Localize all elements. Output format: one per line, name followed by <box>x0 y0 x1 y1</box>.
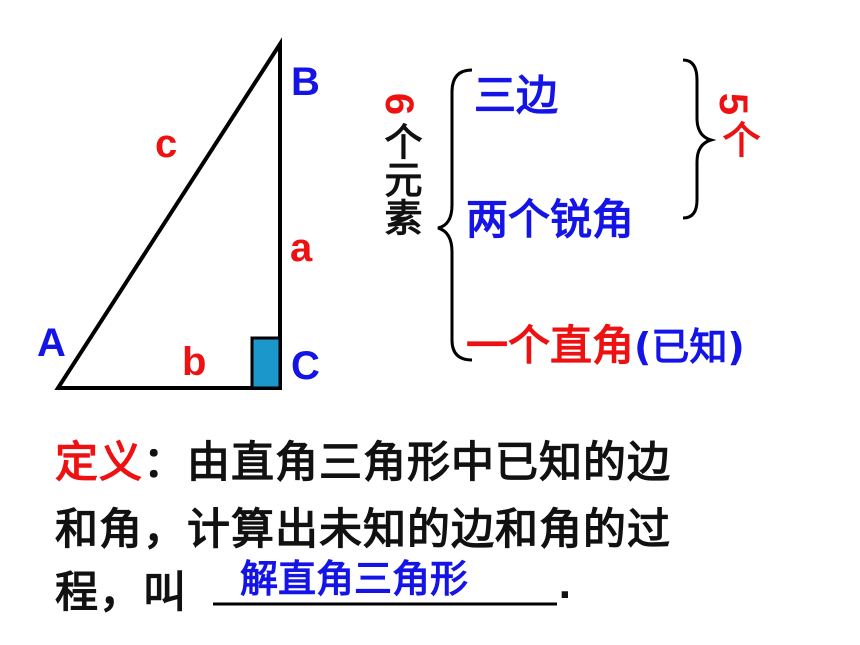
acute-angles-item: 两个锐角 <box>466 195 635 244</box>
triangle-shape <box>54 37 282 390</box>
side-label-b: b <box>182 340 207 384</box>
right-angle-item: 一个直角(已知) <box>466 312 745 373</box>
five-count-number: 5 <box>711 92 756 116</box>
vertex-label-b: B <box>291 60 320 104</box>
definition-period: . <box>558 566 572 607</box>
definition-line-1-text: ：由直角三角形中已知的边 <box>143 438 671 488</box>
definition-line-2: 和角，计算出未知的边和角的过 <box>55 505 671 555</box>
definition-line-1: 定义：由直角三角形中已知的边 <box>55 428 671 490</box>
right-angle-text: 一个直角 <box>466 321 635 370</box>
definition-term: 定义 <box>55 438 143 488</box>
side-label-a: a <box>290 226 313 270</box>
right-angle-marker <box>250 336 282 390</box>
element-count-number: 6 <box>377 92 422 116</box>
sides-item: 三边 <box>474 71 559 120</box>
right-angle-note: (已知) <box>634 325 745 369</box>
vertex-label-a: A <box>37 321 66 365</box>
five-count-unit: 个 <box>716 120 760 158</box>
vertex-label-c: C <box>291 344 320 388</box>
right-brace <box>682 58 717 220</box>
left-brace <box>437 68 473 362</box>
definition-answer: 解直角三角形 <box>240 557 469 601</box>
element-count-text: 个元素 <box>378 122 422 236</box>
definition-line-3: 程，叫 <box>55 558 187 620</box>
definition-line-3-prefix: 程，叫 <box>55 568 187 618</box>
side-label-c: c <box>155 122 178 166</box>
